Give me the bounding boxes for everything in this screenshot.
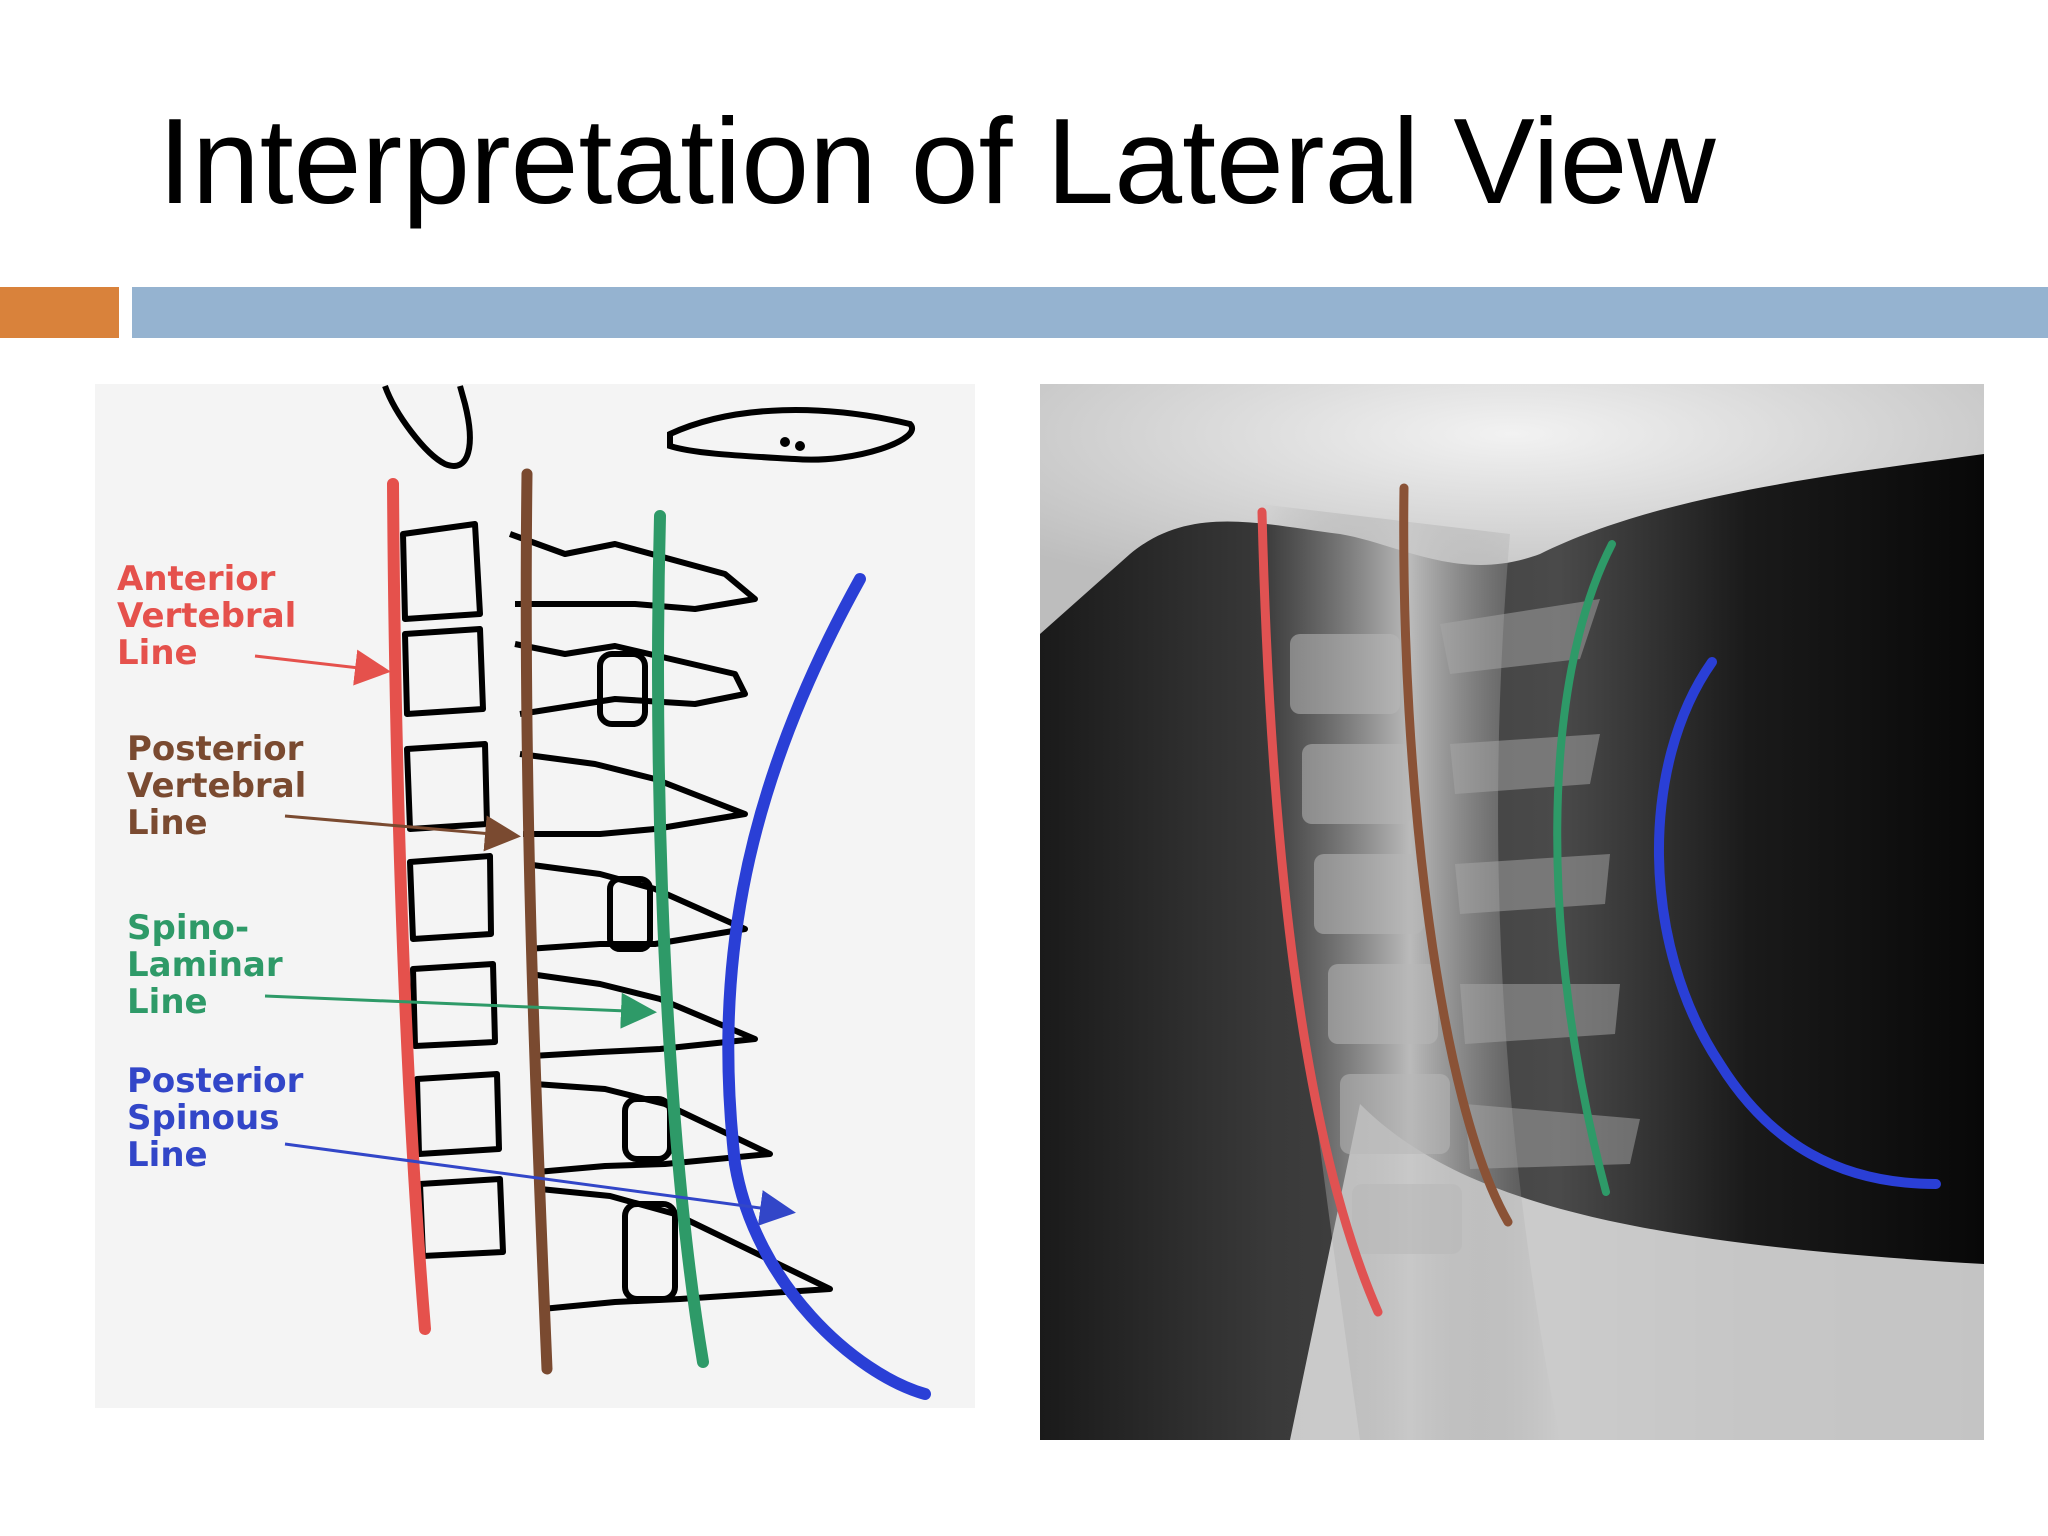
- posterior-elements: [508, 531, 833, 1312]
- label-spino-laminar-line: Spino- Laminar Line: [127, 908, 283, 1022]
- slide-title: Interpretation of Lateral View: [158, 93, 1716, 229]
- svg-text:Spino-: Spino-: [127, 908, 249, 948]
- title-accent-orange-bar: [0, 287, 119, 338]
- svg-text:Anterior: Anterior: [117, 559, 276, 599]
- posterior-spinous-line: [722, 573, 931, 1400]
- svg-text:Spinous: Spinous: [127, 1098, 280, 1138]
- label-anterior-vertebral-line: Anterior Vertebral Line: [117, 559, 296, 673]
- svg-text:Line: Line: [127, 1135, 208, 1175]
- arrow-posterior-vertebral: [284, 814, 521, 852]
- arrow-posterior-spinous: [284, 1142, 796, 1226]
- arrow-spino-laminar: [264, 992, 657, 1029]
- svg-text:Vertebral: Vertebral: [127, 766, 306, 806]
- xray-anterior-vertebral-line: [1257, 507, 1383, 1317]
- xray-posterior-vertebral-line: [1399, 483, 1513, 1227]
- spino-laminar-line: [652, 510, 709, 1368]
- skull-outline: [382, 384, 915, 469]
- label-posterior-vertebral-line: Posterior Vertebral Line: [127, 729, 306, 843]
- anterior-vertebral-line: [387, 478, 431, 1335]
- arrow-anterior: [254, 649, 391, 686]
- xray-skull-region: [1040, 384, 1984, 634]
- svg-text:Line: Line: [127, 982, 208, 1022]
- spine-line-diagram: Anterior Vertebral Line Posterior Verteb…: [95, 384, 975, 1408]
- xray-posterior-spinous-line: [1654, 657, 1941, 1189]
- svg-text:Laminar: Laminar: [127, 945, 283, 985]
- svg-text:Vertebral: Vertebral: [117, 596, 296, 636]
- lateral-xray-image: [1040, 384, 1984, 1440]
- xray-spinous-processes: [1440, 599, 1640, 1169]
- label-posterior-spinous-line: Posterior Spinous Line: [127, 1061, 304, 1175]
- xray-spino-laminar-line: [1553, 540, 1616, 1196]
- svg-text:Line: Line: [117, 633, 198, 673]
- xray-vertebrae: [1290, 634, 1462, 1254]
- svg-text:Posterior: Posterior: [127, 1061, 304, 1101]
- svg-text:Line: Line: [127, 803, 208, 843]
- svg-text:Posterior: Posterior: [127, 729, 304, 769]
- title-accent-blue-bar: [132, 287, 2048, 338]
- posterior-vertebral-line: [520, 468, 553, 1375]
